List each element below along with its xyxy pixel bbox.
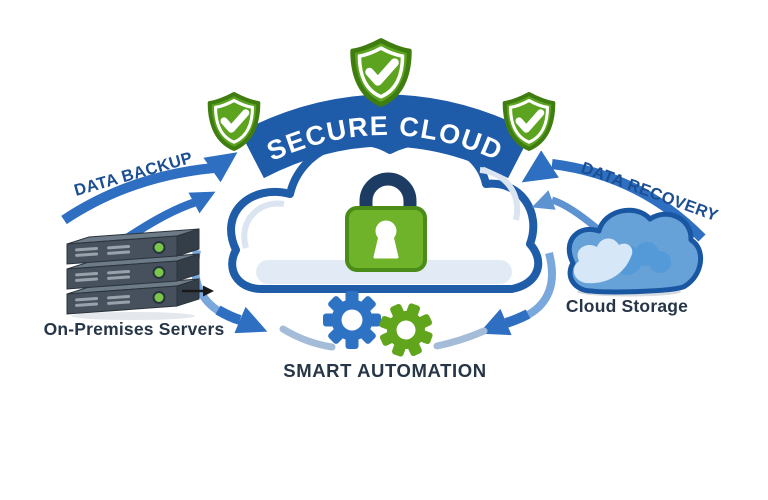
on-premises-servers-label: On-Premises Servers — [44, 319, 225, 339]
cloud-inner-arc-left — [241, 200, 285, 249]
padlock-icon — [345, 172, 427, 272]
gear-green-icon — [379, 303, 433, 357]
storage-highlight — [573, 238, 633, 284]
swoosh-left — [279, 325, 336, 351]
gears-icon — [323, 291, 433, 357]
cloud-storage-label: Cloud Storage — [566, 296, 688, 316]
storage-to-automation-arrow — [504, 309, 531, 328]
storage-to-automation-tail — [522, 251, 556, 321]
smart-automation-label: SMART AUTOMATION — [283, 360, 487, 381]
padlock-shackle — [359, 172, 417, 216]
keyhole-slot — [373, 234, 399, 259]
server-out-arrow — [182, 285, 214, 297]
secure-cloud-banner — [240, 94, 532, 179]
cloud-storage-icon — [566, 207, 704, 297]
servers-to-automation-arrow — [215, 305, 242, 325]
swoosh-right — [433, 327, 488, 350]
server-shadow — [71, 312, 195, 320]
gear-blue-icon — [323, 291, 381, 349]
data-backup-arrow-1 — [61, 163, 215, 225]
server-stack-icon — [66, 228, 214, 320]
cloud-inner-arc-right — [479, 167, 521, 221]
